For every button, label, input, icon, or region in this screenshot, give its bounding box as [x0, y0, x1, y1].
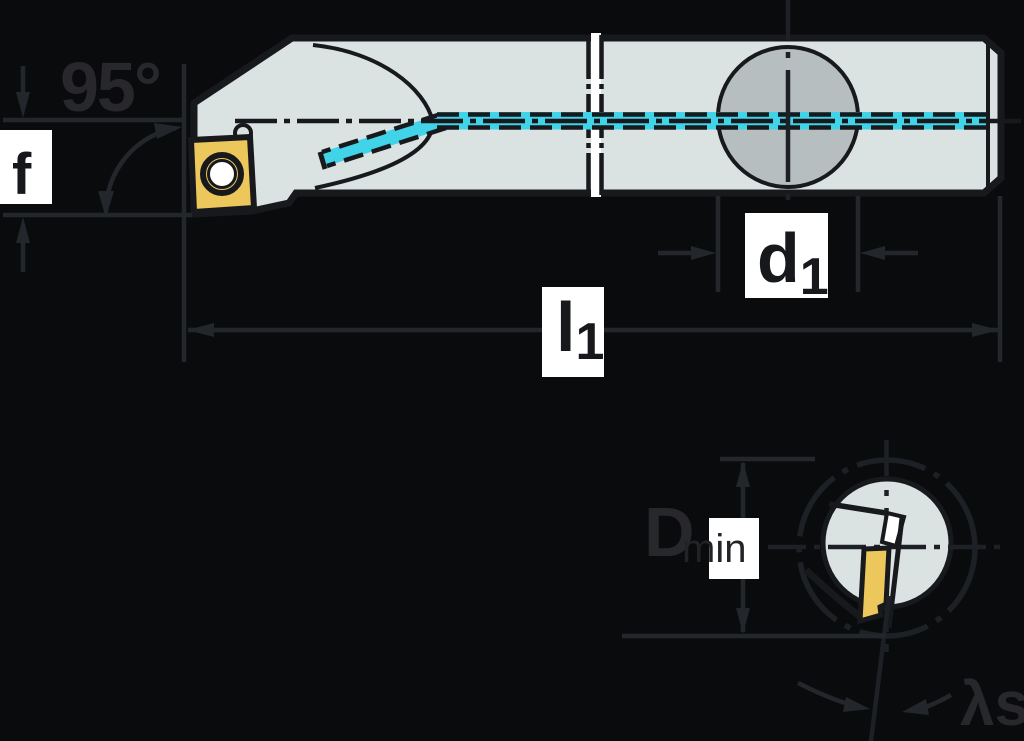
insert-top-face [879, 510, 907, 549]
d1-label: d1 [757, 219, 829, 306]
lead-angle-arrow-top [154, 123, 182, 139]
pocket-lower-curve [803, 567, 865, 621]
dmin-arrow-down-head [736, 608, 750, 634]
dmin-label-sub: min [682, 527, 746, 571]
l1-label-sub: 1 [575, 313, 604, 371]
lead-angle-label: 95° [60, 48, 160, 126]
d1-arrow-right-head [860, 246, 885, 260]
dmin-arrow-up-head [736, 461, 750, 487]
f-label: f [12, 142, 32, 207]
labels: 95° f d1 l1 D min λs [0, 48, 1024, 739]
d1-arrow-left-head [691, 246, 716, 260]
l1-label-box [542, 287, 604, 377]
dmin-label-base: D [644, 493, 695, 571]
l1-label: l1 [556, 288, 604, 371]
side-view-drawing [187, 0, 1024, 218]
insert-end-view [857, 545, 892, 625]
lead-angle-arrow-bottom [98, 191, 114, 218]
lambda-s-inclined-line [868, 595, 892, 741]
coolant-channel-angled [322, 114, 446, 166]
insert-screw-hole-outer-ring [200, 152, 244, 196]
l1-label-base: l [556, 288, 575, 366]
f-arrow-down-head [16, 92, 30, 118]
lambda-arrow-left-head [843, 697, 870, 712]
pocket-top-edge [828, 501, 887, 516]
dmin-label-box [709, 518, 759, 579]
d1-label-box [745, 213, 828, 298]
coolant-angled-edge-top [321, 111, 442, 155]
coolant-outlet-cap [317, 151, 328, 170]
coolant-angled-edge-bottom [326, 125, 447, 169]
lead-angle-arc [103, 125, 177, 213]
insert-screw-hole-inner-ring [207, 159, 237, 189]
dimension-annotations-end [622, 456, 953, 715]
l1-arrow-left [187, 323, 214, 337]
d1-label-base: d [757, 219, 800, 297]
d1-label-sub: 1 [800, 248, 829, 306]
lambda-arrow-right-head [902, 699, 929, 715]
f-label-box [0, 130, 52, 204]
f-arrow-up-head [16, 217, 30, 243]
l1-arrow-right [972, 323, 999, 337]
lambda-s-label: λs [960, 670, 1024, 739]
insert-front-edge [886, 517, 905, 629]
end-view-drawing [768, 440, 1005, 741]
